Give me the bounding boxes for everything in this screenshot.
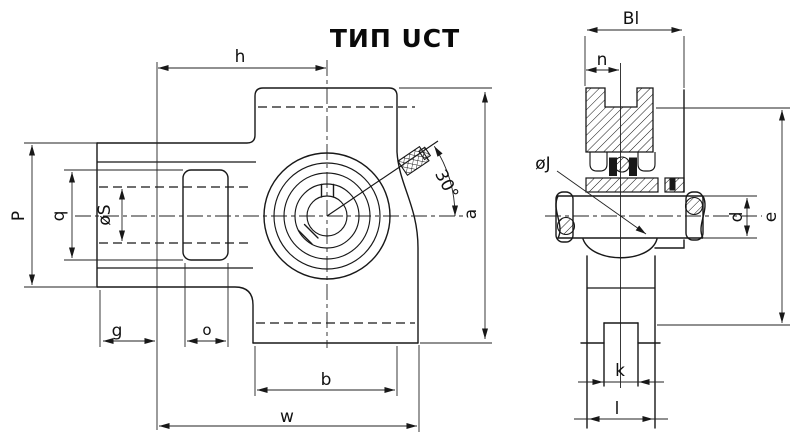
shaft xyxy=(555,195,706,239)
keyway xyxy=(320,183,335,198)
screw-nut-left xyxy=(609,157,617,176)
housing-dome xyxy=(582,238,658,259)
extension-lines-side xyxy=(574,36,790,420)
dim-label-k: k xyxy=(615,361,625,381)
dim-label-o: o xyxy=(202,321,211,339)
dim-label-d: d xyxy=(727,212,747,223)
set-screw xyxy=(297,223,319,245)
guide-boss xyxy=(182,169,229,261)
drawing-title: ТИП UCT xyxy=(330,24,460,53)
screw-nut-right xyxy=(629,157,637,176)
dim-label-angle: 30° xyxy=(430,166,462,202)
dim-label-n: n xyxy=(597,50,608,70)
housing-right-step xyxy=(654,239,685,249)
slider-lip-right xyxy=(637,152,656,172)
side-view: Bl n øJ d e k l xyxy=(535,9,790,429)
dim-label-q: q xyxy=(49,211,69,222)
dim-label-l: l xyxy=(615,399,620,419)
front-view: h P q øS g o b w a 30° xyxy=(9,47,492,432)
slider-lip-left xyxy=(589,152,608,172)
frame-outline xyxy=(96,87,419,344)
dim-label-a: a xyxy=(461,209,481,219)
frame-bottom-left xyxy=(96,286,254,344)
angle-arc xyxy=(433,146,459,217)
rail-section xyxy=(585,87,654,153)
dim-label-S: øS xyxy=(95,204,115,225)
dim-label-J: øJ xyxy=(535,154,550,174)
housing-lobe-left xyxy=(555,191,574,243)
dimension-lines-side xyxy=(556,26,786,423)
housing-lobe-right xyxy=(685,191,704,241)
dim-label-b: b xyxy=(321,370,332,390)
dim-label-B1: Bl xyxy=(623,9,639,29)
dim-label-h: h xyxy=(235,47,246,67)
extension-lines-front xyxy=(24,62,492,432)
dim-label-g: g xyxy=(112,321,123,341)
dim-label-w: w xyxy=(280,407,294,427)
base-plate-pin xyxy=(669,178,676,191)
base-plate xyxy=(585,177,659,193)
slide-column xyxy=(580,255,661,429)
dim-label-e: e xyxy=(761,212,781,222)
dim-label-P: P xyxy=(9,211,29,221)
dimension-lines-front xyxy=(28,64,489,430)
grease-nipple-icon xyxy=(397,145,432,177)
bearing-circles xyxy=(263,152,391,280)
